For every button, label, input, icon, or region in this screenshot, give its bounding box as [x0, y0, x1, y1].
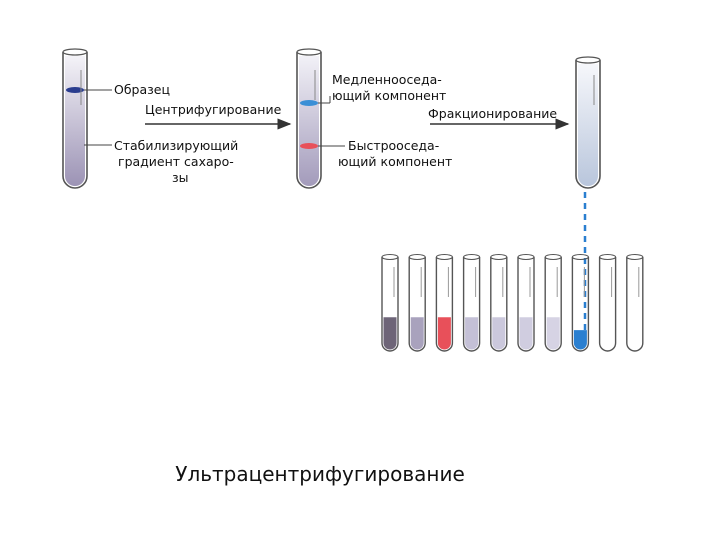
fraction-liquid — [546, 317, 560, 350]
sample-band — [66, 87, 84, 93]
fraction-tube-outline — [544, 257, 562, 352]
label-centrifugation: Центрифугирование — [145, 102, 282, 117]
fraction-tube-rim — [490, 253, 508, 261]
fraction-tube-outline — [462, 257, 481, 352]
fraction-liquid — [410, 317, 424, 350]
label-slow-line1: Медленнооседа- — [332, 72, 442, 87]
fraction-liquid — [573, 330, 587, 350]
fraction-tube-outline — [435, 257, 454, 352]
fraction-tube-outline — [571, 257, 590, 352]
fraction-liquid — [437, 317, 451, 350]
fraction-liquid — [492, 317, 506, 350]
fraction-tube-rim — [463, 253, 481, 261]
leader-lines — [84, 89, 345, 147]
fraction-tube-rim — [599, 253, 617, 261]
label-fast-line2: ющий компонент — [338, 154, 453, 169]
fraction-tube-rim — [517, 253, 535, 261]
fraction-tube-rim — [544, 253, 562, 261]
fraction-tube-rim — [626, 253, 644, 261]
fraction-tube — [435, 253, 454, 352]
fraction-tube — [490, 253, 508, 352]
fraction-tube — [462, 253, 481, 352]
fraction-tube — [408, 253, 426, 352]
label-gradient-line3: зы — [172, 170, 189, 185]
label-fast-line1: Быстрооседа- — [348, 138, 440, 153]
label-sample: Образец — [114, 82, 170, 97]
fraction-liquid — [519, 317, 533, 350]
label-gradient-line2: градиент сахаро- — [118, 154, 234, 169]
fraction-tube — [571, 253, 590, 352]
fast-band — [300, 143, 318, 149]
fraction-tube-outline — [598, 257, 617, 352]
fraction-liquid — [465, 317, 479, 350]
fraction-tube-rim — [408, 253, 426, 261]
fraction-tube — [381, 253, 399, 352]
page-caption: Ультрацентрифугирование — [175, 462, 465, 486]
fraction-tube-rim — [571, 253, 589, 261]
fraction-tube-rim — [435, 253, 453, 261]
fraction-tube-rim — [381, 253, 399, 261]
fraction-tubes — [381, 253, 644, 352]
tube-sample — [62, 48, 88, 189]
label-gradient-line1: Стабилизирующий — [114, 138, 239, 153]
tube-centrifuged — [296, 48, 322, 189]
tube-fractionation — [575, 56, 601, 189]
fraction-tube — [626, 253, 644, 352]
fraction-tube-outline — [490, 257, 508, 352]
label-slow-line2: ющий компонент — [332, 88, 447, 103]
fraction-tube — [598, 253, 617, 352]
slow-band — [300, 100, 318, 106]
fraction-tube-outline — [517, 257, 535, 352]
fraction-tube-outline — [626, 257, 644, 352]
fraction-tube — [517, 253, 535, 352]
fraction-liquid — [383, 317, 397, 350]
fraction-tube-outline — [381, 257, 399, 352]
fraction-tube-outline — [408, 257, 426, 352]
fraction-tube — [544, 253, 562, 352]
label-fractionation: Фракционирование — [428, 106, 558, 121]
